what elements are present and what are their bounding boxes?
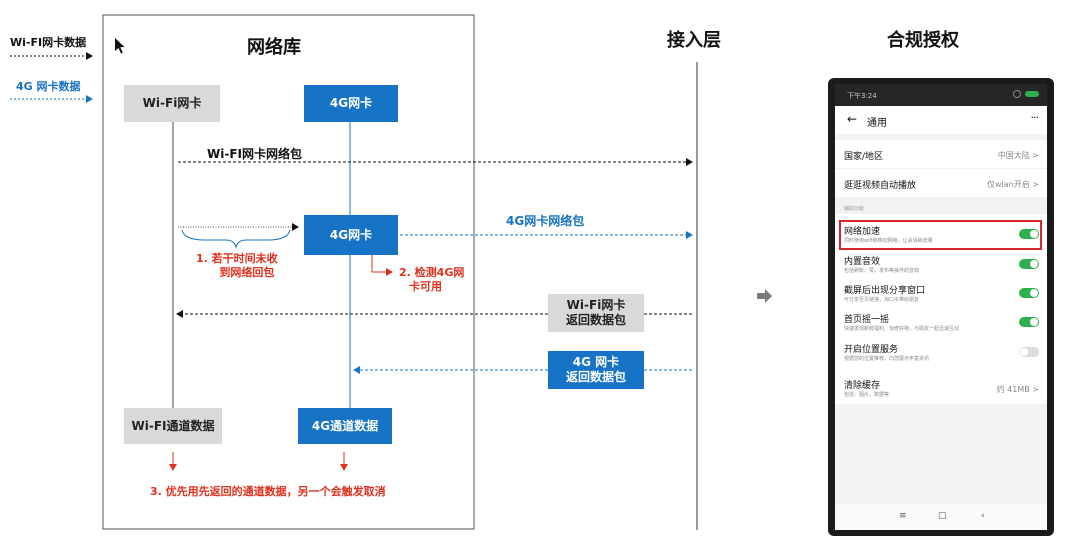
setting-row-region[interactable]: 国家/地区 中国大陆 > <box>835 140 1047 168</box>
step2-line2: 卡可用 <box>409 280 442 293</box>
phone-frame: 下午3:24 ← 通用 ··· 国家/地区 中国大陆 > 逛逛视频自动播放 仅w… <box>828 78 1054 536</box>
sound-sub: 包括刷新、赞、发布等操作的音效 <box>844 268 920 274</box>
wifi-return-label-2: 返回数据包 <box>565 313 626 327</box>
detect-arrow <box>371 255 393 276</box>
g4-return-box: 4G 网卡 返回数据包 <box>548 351 644 389</box>
cursor-icon <box>115 38 125 54</box>
location-title: 开启位置服务 <box>844 345 899 355</box>
cache-title: 清除缓存 <box>844 381 881 391</box>
compliance-title: 合规授权 <box>887 30 959 51</box>
access-layer-title: 接入层 <box>667 30 721 51</box>
g4-card-box-top: 4G网卡 <box>304 85 398 122</box>
sound-toggle[interactable] <box>1019 259 1039 269</box>
legend-wifi-label: Wi-FI网卡数据 <box>10 36 87 49</box>
wifi-channel-label: Wi-FI通道数据 <box>131 418 215 433</box>
toggle-list <box>835 214 1047 384</box>
location-sub: 根据您的位置推荐，向您展示丰富资讯 <box>844 356 930 362</box>
toggle-row-screenshot-share: 截屏后出现分享窗口 可分享至贝链接，淘口令带给朋友 <box>835 280 1047 308</box>
network-lib-title: 网络库 <box>247 37 301 58</box>
phone-screen: 下午3:24 ← 通用 ··· 国家/地区 中国大陆 > 逛逛视频自动播放 仅w… <box>835 84 1047 530</box>
g4-card-box-mid: 4G网卡 <box>304 215 398 255</box>
more-icon[interactable]: ··· <box>1030 111 1039 124</box>
toggle-row-location: 开启位置服务 根据您的位置推荐，向您展示丰富资讯 <box>835 339 1047 367</box>
menu-icon[interactable]: ≡ <box>899 511 907 521</box>
back-arrow-icon[interactable]: ← <box>847 112 858 126</box>
step3-note: 3. 优先用先返回的通道数据，另一个会触发取消 <box>150 485 386 498</box>
timeout-brace <box>181 229 291 249</box>
step1-line1: 1. 若干时间未收 <box>196 252 278 265</box>
screenshot-share-title: 截屏后出现分享窗口 <box>844 286 926 296</box>
nav-title: 通用 <box>867 118 887 129</box>
status-time: 下午3:24 <box>847 92 877 100</box>
region-title: 国家/地区 <box>844 152 884 162</box>
wifi-channel-box: Wi-FI通道数据 <box>124 408 222 444</box>
g4-return-label-2: 返回数据包 <box>565 370 626 384</box>
network-accel-title: 网络加速 <box>844 227 881 237</box>
step1-note: 1. 若干时间未收 到网络回包 <box>196 252 278 280</box>
section-label: 辅助功能 <box>844 206 865 212</box>
wifi-status-icon <box>1013 90 1021 98</box>
g4-return-label-1: 4G 网卡 <box>572 355 620 369</box>
location-toggle[interactable] <box>1019 347 1039 357</box>
highlight-box <box>839 220 1042 250</box>
status-bar: 下午3:24 <box>835 84 1047 106</box>
cache-sub: 包括：图片，数据等 <box>844 392 890 398</box>
shake-sub: 快速发现新鲜福利、惊奇好物，与朋友一起迅速互动 <box>844 326 960 332</box>
right-arrow-icon <box>757 289 772 303</box>
setting-row-video-autoplay[interactable]: 逛逛视频自动播放 仅wlan开启 > <box>835 169 1047 197</box>
setting-row-cache[interactable]: 清除缓存 包括：图片，数据等 约 41MB > <box>835 374 1047 404</box>
home-icon[interactable]: ▢ <box>938 511 947 521</box>
step2-note: 2. 检测4G网 卡可用 <box>399 266 464 294</box>
system-nav-bar: ≡ ▢ ‹ <box>835 504 1047 530</box>
shake-toggle[interactable] <box>1019 317 1039 327</box>
cache-value: 约 41MB > <box>996 385 1039 394</box>
toggle-row-sound: 内置音效 包括刷新、赞、发布等操作的音效 <box>835 251 1047 279</box>
toggle-row-shake: 首页摇一摇 快速发现新鲜福利、惊奇好物，与朋友一起迅速互动 <box>835 309 1047 337</box>
network-accel-sub: 同时使用wifi和移动网络，让会消耗流量 <box>844 238 933 244</box>
wifi-return-label-1: Wi-Fi网卡 <box>566 298 626 312</box>
sound-title: 内置音效 <box>844 257 881 267</box>
settings-nav-bar: ← 通用 ··· <box>835 106 1047 134</box>
shake-title: 首页摇一摇 <box>844 315 890 325</box>
network-accel-toggle[interactable] <box>1019 229 1039 239</box>
battery-icon <box>1025 91 1039 97</box>
screenshot-share-sub: 可分享至贝链接，淘口令带给朋友 <box>844 297 920 303</box>
wifi-card-label: Wi-Fi网卡 <box>142 96 202 110</box>
step1-line2: 到网络回包 <box>219 266 275 279</box>
region-value: 中国大陆 > <box>997 151 1039 160</box>
wifi-return-box: Wi-Fi网卡 返回数据包 <box>548 294 644 332</box>
g4-card-mid-label: 4G网卡 <box>329 227 373 242</box>
g4-channel-label: 4G通道数据 <box>311 418 379 433</box>
legend-4g-label: 4G 网卡数据 <box>16 80 81 93</box>
toggle-row-network-accel: 网络加速 同时使用wifi和移动网络，让会消耗流量 <box>835 221 1047 249</box>
step2-line1: 2. 检测4G网 <box>399 266 465 279</box>
g4-packet-label: 4G网卡网络包 <box>506 214 585 228</box>
g4-channel-box: 4G通道数据 <box>298 408 392 444</box>
back-icon[interactable]: ‹ <box>981 511 985 521</box>
network-lib-frame <box>102 14 475 530</box>
video-autoplay-title: 逛逛视频自动播放 <box>844 181 917 191</box>
screenshot-share-toggle[interactable] <box>1019 288 1039 298</box>
wifi-card-box: Wi-Fi网卡 <box>124 85 220 122</box>
video-autoplay-value: 仅wlan开启 > <box>987 180 1039 189</box>
wifi-packet-label: Wi-FI网卡网络包 <box>207 147 302 161</box>
g4-card-top-label: 4G网卡 <box>329 96 373 110</box>
